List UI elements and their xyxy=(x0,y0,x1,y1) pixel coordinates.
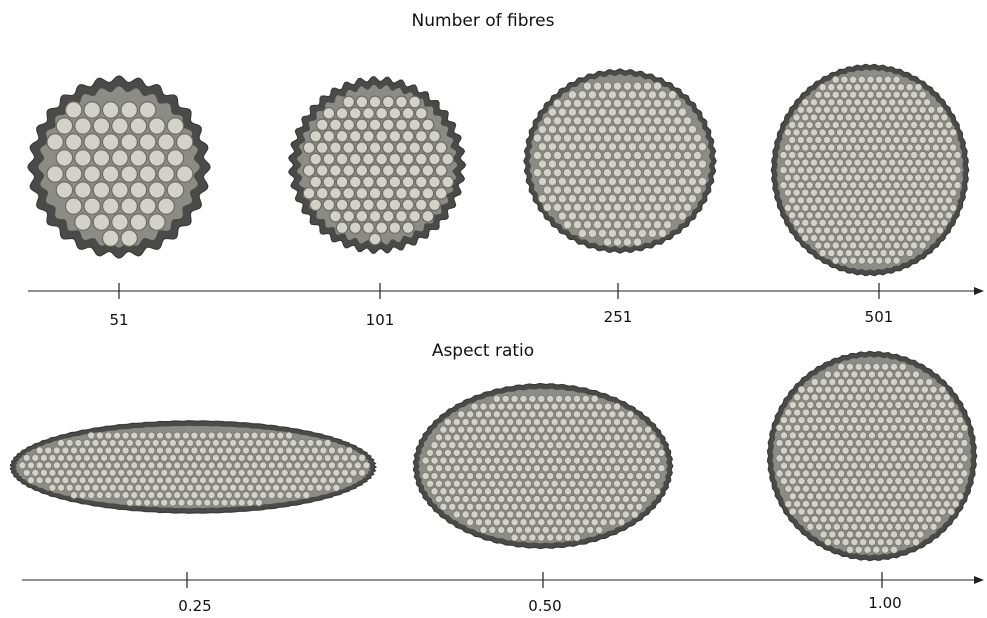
top-sample-101 xyxy=(288,76,467,254)
bottom-tick-label-1.00: 1.00 xyxy=(868,594,901,612)
top-tick-label-101: 101 xyxy=(366,311,395,329)
top-tick-label-51: 51 xyxy=(109,311,128,329)
bottom-panel-title: Aspect ratio xyxy=(432,341,534,361)
top-tick-label-501: 501 xyxy=(865,308,894,326)
bottom-tick-label-0.25: 0.25 xyxy=(178,597,211,615)
bottom-sample-0.25 xyxy=(9,420,378,514)
top-sample-51 xyxy=(27,75,211,259)
top-tick-label-251: 251 xyxy=(604,308,633,326)
bottom-sample-1.00 xyxy=(766,350,978,562)
top-panel-title: Number of fibres xyxy=(412,11,555,31)
top-sample-501 xyxy=(770,63,970,277)
bottom-sample-0.50 xyxy=(412,382,674,550)
top-sample-251 xyxy=(523,68,717,254)
bottom-tick-label-0.50: 0.50 xyxy=(528,597,561,615)
